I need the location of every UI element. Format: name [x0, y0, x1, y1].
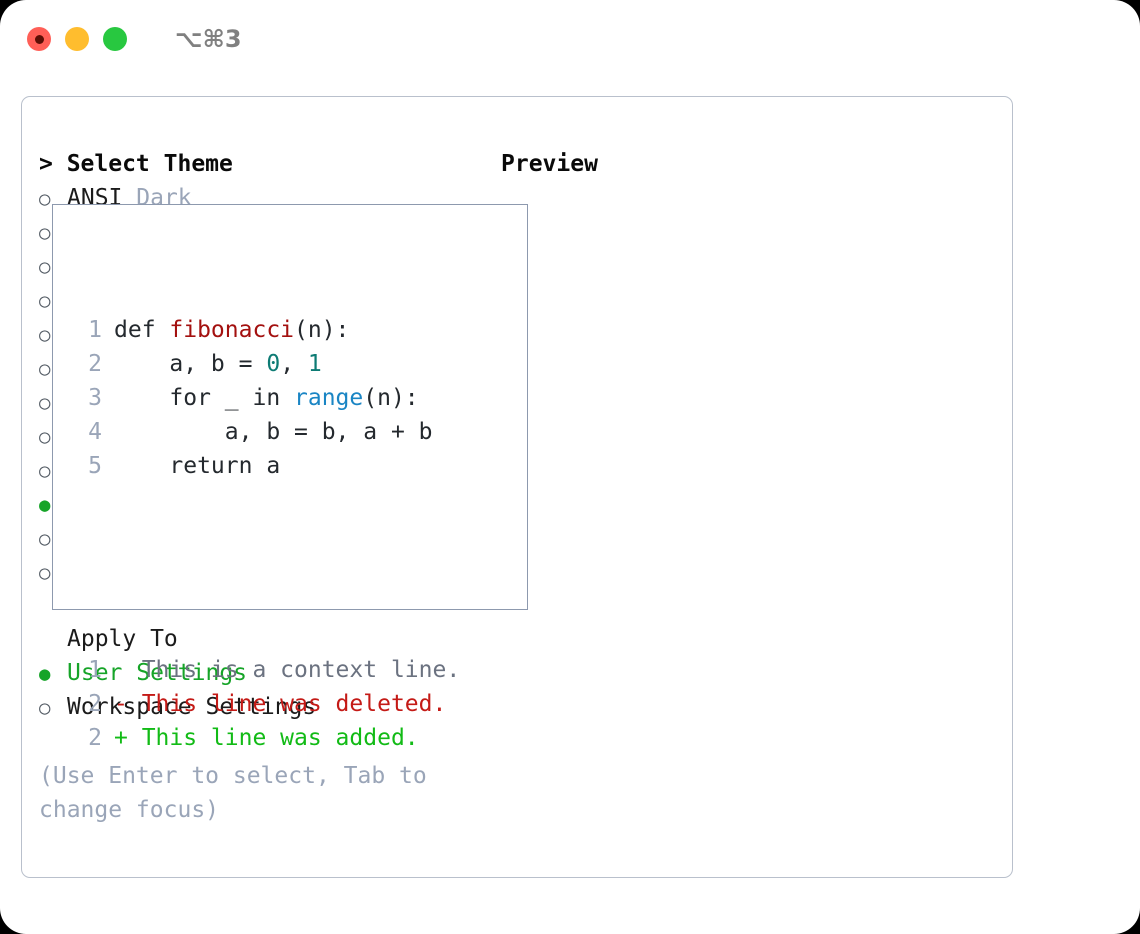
code-line-text: def fibonacci(n): — [114, 313, 349, 347]
diff-line: 1 This is a context line. — [72, 653, 460, 687]
window-controls — [27, 27, 127, 51]
apply-to-option[interactable]: ● User Settings — [39, 656, 479, 690]
code-token-plain: a, b = b, a + b — [114, 419, 433, 445]
diff-line-text: - This line was deleted. — [114, 691, 447, 717]
radio-unselected-icon: ○ — [39, 290, 51, 312]
code-token-plain: (n): — [363, 385, 419, 411]
radio-selected-icon: ● — [39, 494, 51, 516]
code-line: 4 a, b = b, a + b — [72, 415, 460, 449]
apply-to-group: Apply To ● User Settings ○ Workspace Settin… — [39, 622, 479, 724]
code-line-text: for _ in range(n): — [114, 381, 419, 415]
code-token-plain: a, b = — [114, 351, 267, 377]
apply-to-list: ● User Settings ○ Workspace Settings — [39, 656, 479, 724]
code-spacer — [72, 551, 460, 585]
diff-line-number: 2 — [88, 725, 102, 751]
diff-line: 2 - This line was deleted. — [72, 687, 460, 721]
code-token-plain: for _ in — [114, 385, 295, 411]
radio-unselected-icon: ○ — [39, 460, 51, 482]
code-line-number: 5 — [88, 453, 102, 479]
code-line-number: 4 — [88, 419, 102, 445]
minimize-button[interactable] — [65, 27, 89, 51]
code-line: 2 a, b = 0, 1 — [72, 347, 460, 381]
code-token-plain: (n): — [294, 317, 350, 343]
apply-to-option-label: User Settings — [67, 660, 248, 686]
code-line-number: 3 — [88, 385, 102, 411]
content-panel: > Select Theme ○ANSI Dark○Atom One Dark○… — [21, 96, 1013, 878]
keyboard-shortcut-label: ⌥⌘3 — [175, 25, 242, 53]
preview-section: Preview — [501, 147, 991, 181]
diff-line: 2 + This line was added. — [72, 721, 460, 755]
code-token-fn: fibonacci — [169, 317, 295, 343]
radio-unselected-icon: ○ — [39, 392, 51, 414]
code-line-number: 2 — [88, 351, 102, 377]
code-line: 5 return a — [72, 449, 460, 483]
diff-line-text: This is a context line. — [114, 657, 461, 683]
radio-unselected-icon: ○ — [39, 697, 51, 719]
radio-unselected-icon: ○ — [39, 528, 51, 550]
close-button[interactable] — [27, 27, 51, 51]
maximize-button[interactable] — [103, 27, 127, 51]
apply-to-option-label: Workspace Settings — [67, 694, 317, 720]
apply-to-option[interactable]: ○ Workspace Settings — [39, 690, 479, 724]
radio-unselected-icon: ○ — [39, 562, 51, 584]
radio-unselected-icon: ○ — [39, 188, 51, 210]
code-token-plain: return a — [114, 453, 281, 479]
code-line: 3 for _ in range(n): — [72, 381, 460, 415]
radio-unselected-icon: ○ — [39, 426, 51, 448]
keyboard-hint: (Use Enter to select, Tab to change focu… — [39, 763, 427, 823]
code-token-plain: , — [280, 351, 308, 377]
radio-selected-icon: ● — [39, 663, 51, 685]
radio-unselected-icon: ○ — [39, 256, 51, 278]
diff-line-number: 2 — [88, 691, 102, 717]
code-token-call: range — [294, 385, 364, 411]
code-line-text: a, b = 0, 1 — [114, 347, 322, 381]
code-line-text: a, b = b, a + b — [114, 415, 433, 449]
diff-line-text: + This line was added. — [114, 725, 419, 751]
radio-unselected-icon: ○ — [39, 324, 51, 346]
code-line: 1 def fibonacci(n): — [72, 313, 460, 347]
code-token-num: 1 — [307, 351, 322, 377]
diff-block: 1 This is a context line. 2 - This line wa… — [72, 653, 460, 755]
code-line-number: 1 — [88, 317, 102, 343]
code-token-num: 0 — [266, 351, 281, 377]
title-bar: ⌥⌘3 — [0, 0, 1140, 78]
code-token-plain: def — [114, 317, 170, 343]
apply-to-title: Apply To — [67, 626, 178, 652]
diff-line-number: 1 — [88, 657, 102, 683]
preview-header: Preview — [501, 151, 598, 177]
radio-unselected-icon: ○ — [39, 222, 51, 244]
code-line-text: return a — [114, 449, 280, 483]
theme-picker-header: > Select Theme — [39, 151, 233, 177]
radio-unselected-icon: ○ — [39, 358, 51, 380]
